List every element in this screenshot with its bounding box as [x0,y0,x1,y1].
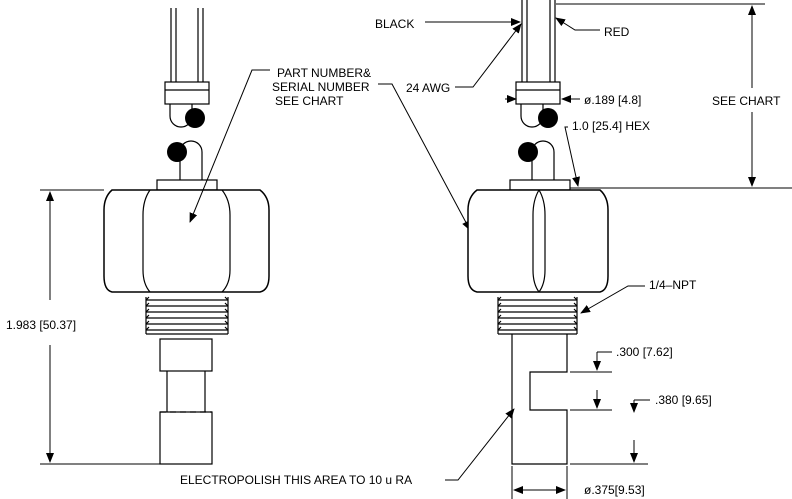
part-number-line1: PART NUMBER& [277,66,371,80]
left-thread [145,296,229,335]
dim-380-label: .380 [9.65] [655,393,712,407]
dim-380: .380 [9.65] [570,393,712,465]
part-number-line2: SERIAL NUMBER [272,80,370,94]
tip-diameter-dimension: ø.375[9.53] [511,466,645,499]
right-connector [509,140,571,191]
hex-label: 1.0 [25.4] HEX [572,119,650,133]
left-connector [156,140,218,191]
wire-diameter-dimension: ø.189 [4.8] [505,93,641,107]
npt-callout: 1/4–NPT [580,278,697,314]
wire-color-callouts: BLACK RED 24 AWG [375,17,630,95]
hex-callout: 1.0 [25.4] HEX [564,119,650,187]
dim-300: .300 [7.62] [570,345,673,411]
black-label: BLACK [375,17,414,31]
part-number-callout: PART NUMBER& SERIAL NUMBER SEE CHART [189,66,471,231]
left-stem [159,338,213,465]
right-wire-dot-top [538,108,558,128]
left-wire-dot-bottom [167,142,187,162]
dim-300-label: .300 [7.62] [616,345,673,359]
left-wire-dot-top [185,108,205,128]
right-wires [515,0,561,128]
see-chart-label: SEE CHART [712,94,781,108]
see-chart-dimension: SEE CHART [556,3,792,189]
electropolish-callout: ELECTROPOLISH THIS AREA TO 10 u RA [180,408,515,487]
electropolish-label: ELECTROPOLISH THIS AREA TO 10 u RA [180,473,412,487]
left-wires [164,8,210,128]
overall-length-dimension: 1.983 [50.37] [6,189,160,465]
right-thread [497,296,578,335]
right-hex-body [467,189,609,293]
red-label: RED [604,25,630,39]
awg-label: 24 AWG [406,81,450,95]
right-view: BLACK RED 24 AWG ø.189 [4.8] 1.0 [25.4] … [180,0,792,499]
overall-length-label: 1.983 [50.37] [6,318,76,332]
left-view: 1.983 [50.37] PART NUMBER& SERIAL NUMBER… [6,8,471,465]
left-hex-body [103,189,270,293]
right-slotted-tip [511,334,568,465]
npt-label: 1/4–NPT [649,278,697,292]
part-number-line3: SEE CHART [275,94,344,108]
right-wire-dot-bottom [518,142,538,162]
tip-diameter-label: ø.375[9.53] [584,483,645,497]
wire-diameter-label: ø.189 [4.8] [584,93,641,107]
